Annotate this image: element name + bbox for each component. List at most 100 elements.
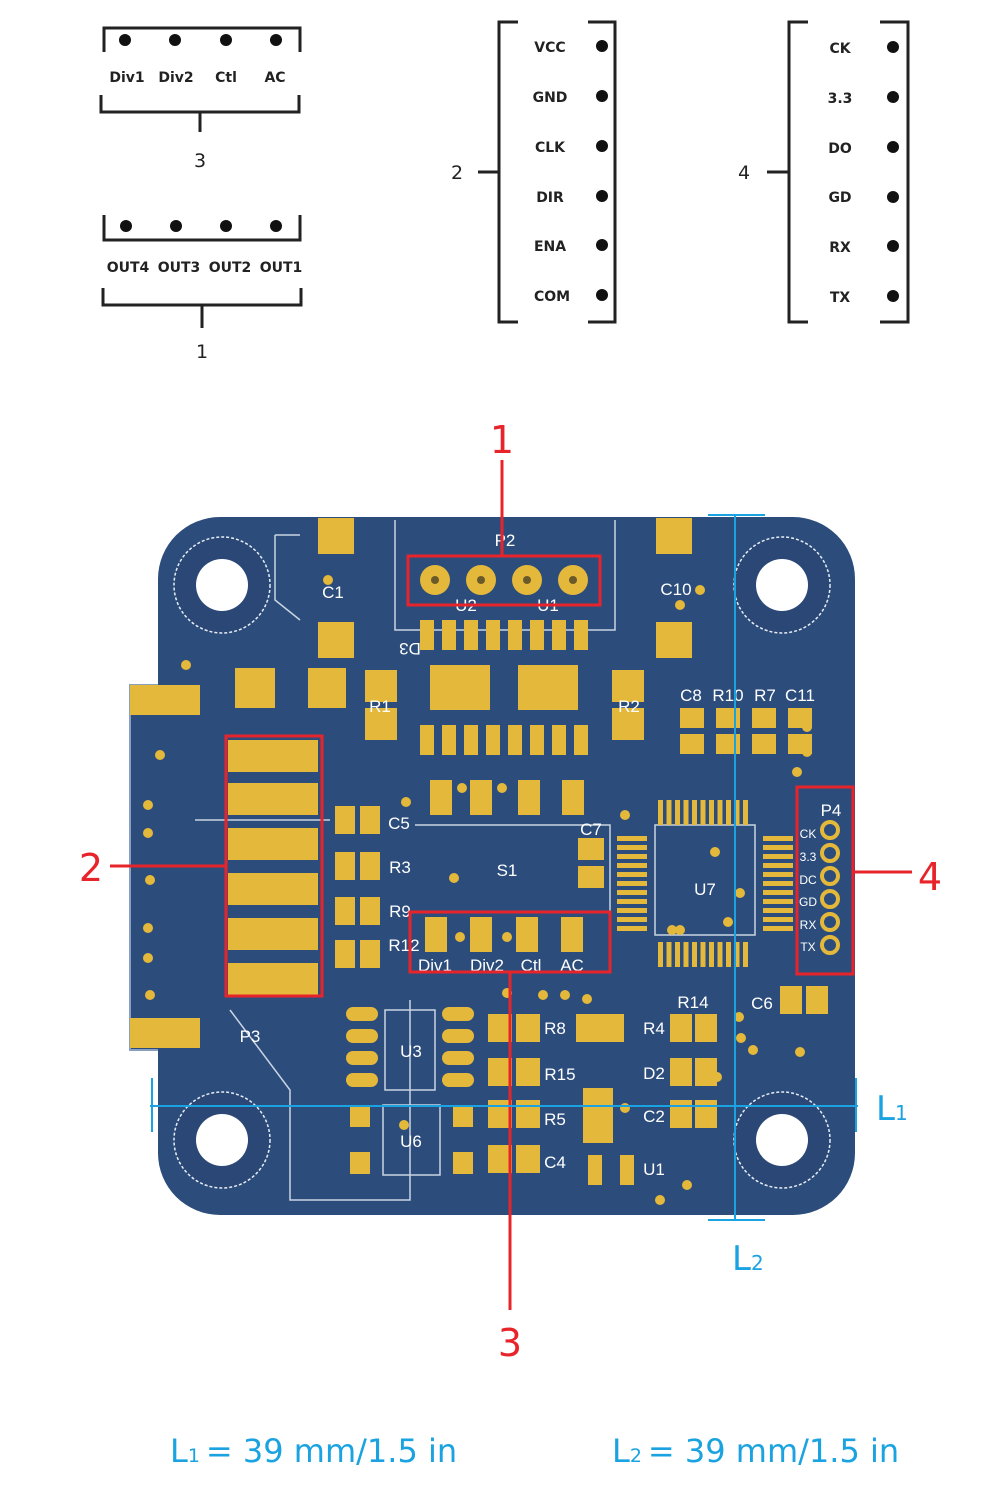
smd-pad: [562, 780, 584, 815]
ic-pin: [617, 908, 647, 913]
p4-pin-pad: [820, 889, 840, 909]
smd-pad: [600, 1014, 624, 1042]
via: [675, 600, 685, 610]
label-c5: C5: [388, 814, 410, 833]
p4-pin-label: DC: [799, 873, 817, 887]
via: [667, 925, 677, 935]
smd-pad: [130, 1018, 200, 1048]
ic-pin: [346, 1007, 378, 1021]
p4-pin-label: RX: [800, 918, 817, 932]
via: [155, 750, 165, 760]
gold-pads: [130, 518, 840, 1185]
via: [143, 800, 153, 810]
ic-pin: [683, 942, 689, 967]
label-c7: C7: [580, 820, 602, 839]
smd-pad: [516, 1058, 540, 1086]
connector-3-pinout: [99, 20, 910, 328]
ic-pin: [717, 942, 723, 967]
pin-dot: [887, 290, 899, 302]
smd-pad: [695, 1058, 717, 1086]
label-r2: R2: [618, 697, 640, 716]
ic-pin: [508, 620, 522, 650]
smd-pad: [516, 1100, 540, 1128]
smd-pad: [318, 518, 354, 554]
label-c2: C2: [643, 1107, 665, 1126]
mounting-holes: [173, 536, 831, 1189]
via: [145, 990, 155, 1000]
p4-pin-pad: [820, 935, 840, 955]
ic-pin: [617, 872, 647, 877]
smd-pad: [752, 734, 776, 754]
ic-pin: [617, 881, 647, 886]
via: [802, 722, 812, 732]
ic-pin: [734, 800, 740, 825]
smd-pad: [680, 708, 704, 728]
ic-pin: [666, 942, 672, 967]
p4-pin-label: GD: [799, 895, 817, 909]
ic-pin: [700, 942, 706, 967]
ic-pin: [617, 890, 647, 895]
ic-pin: [617, 899, 647, 904]
label-r4: R4: [643, 1019, 665, 1038]
smd-pad: [235, 668, 275, 708]
pin-dot: [887, 91, 899, 103]
smd-pad: [365, 670, 397, 702]
smd-pad: [335, 852, 355, 880]
ic-pin: [675, 942, 680, 967]
smd-pad: [430, 665, 490, 710]
via: [497, 783, 507, 793]
ic-pin: [692, 800, 697, 825]
smd-pad: [576, 1014, 600, 1042]
label-u7: U7: [694, 880, 716, 899]
connector-2-labels: 2 VCC GND CLK DIR ENA COM: [451, 40, 570, 305]
smd-pad: [470, 780, 492, 815]
smd-pad: [518, 665, 578, 710]
via: [792, 767, 802, 777]
connector-number: 2: [451, 162, 463, 184]
pin-dot: [220, 34, 232, 46]
via: [582, 994, 592, 1004]
dimension-l1-label: L1: [876, 1089, 908, 1129]
drill-hole: [431, 576, 439, 584]
ic-pin: [346, 1051, 378, 1065]
callout-1: 1: [490, 418, 514, 462]
drill-hole: [569, 576, 577, 584]
pin-label: RX: [829, 240, 851, 256]
ic-pin: [734, 942, 740, 967]
switch-pin-label: Div1: [418, 956, 452, 975]
smd-pad: [612, 670, 644, 702]
via: [601, 1133, 611, 1143]
pin-label: Div2: [158, 70, 193, 86]
via: [143, 923, 153, 933]
ic-pin: [763, 872, 793, 877]
smd-pad: [695, 1014, 717, 1042]
smd-pad: [516, 1014, 540, 1042]
label-p4: P4: [821, 801, 842, 820]
via: [538, 990, 548, 1000]
switch-pin-label: Div2: [470, 956, 504, 975]
ic-pin: [726, 942, 731, 967]
via: [560, 990, 570, 1000]
via: [735, 888, 745, 898]
label-c8: C8: [680, 686, 702, 705]
ic-pin: [709, 942, 714, 967]
ic-pin: [552, 725, 566, 755]
via: [401, 797, 411, 807]
connector-4-labels: 4 CK 3.3 DO GD RX TX: [738, 41, 852, 306]
ic-pin: [617, 917, 647, 922]
callout-2: 2: [79, 846, 103, 890]
label-s1: S1: [497, 861, 518, 880]
pin-label: DO: [828, 141, 852, 157]
ic-pin: [442, 1051, 474, 1065]
ic-pin: [658, 800, 663, 825]
pin-label: CK: [829, 41, 851, 57]
pin-label: VCC: [534, 40, 565, 56]
via: [695, 585, 705, 595]
label-r5: R5: [544, 1110, 566, 1129]
ic-pin: [486, 620, 500, 650]
pin-dot: [270, 220, 282, 232]
connector-number: 1: [196, 341, 208, 363]
smd-pad: [561, 917, 583, 952]
ic-pin: [508, 725, 522, 755]
